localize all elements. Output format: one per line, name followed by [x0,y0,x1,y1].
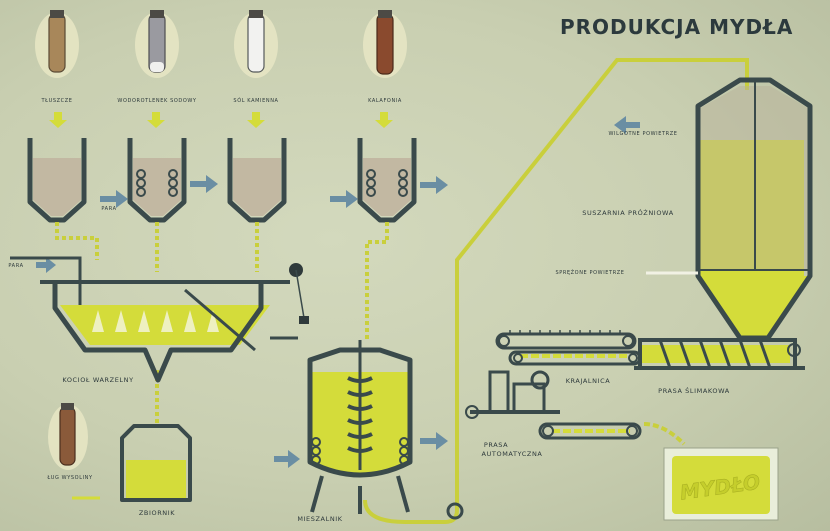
hopper-1 [27,138,87,223]
label-zbiornik: ZBIORNIK [138,509,176,517]
vial-tluszcze [35,10,79,78]
vacuum-dryer [646,77,813,341]
label-sprezone-powietrze: SPRĘŻONE POWIETRZE [555,270,625,276]
label-kociol: KOCIOŁ WARZELNY [62,376,134,384]
worm-press [634,338,805,370]
hopper-4 [357,138,417,223]
lower-conveyor [465,405,686,446]
transport-line [363,58,749,524]
label-para-left: PARA [8,263,24,269]
label-prasa-slimakowa: PRASA ŚLIMAKOWA [658,387,730,395]
ingredient-drop-arrows [49,112,393,128]
upper-conveyor [495,330,637,350]
zbiornik-tank [72,424,192,502]
label-kalafonia: KALAFONIA [368,98,402,104]
label-prasa-automatyczna-1: PRASA [483,441,509,449]
soap-bar: MYDŁO [663,447,779,521]
vial-kalafonia [363,10,407,78]
label-prasa-automatyczna-2: AUTOMATYCZNA [481,450,543,458]
middle-conveyor [508,350,642,366]
steam-pipe [10,256,82,308]
vial-wodorotlenek-sodowy [135,10,179,78]
hopper-2 [127,138,187,223]
hopper-3 [227,138,287,223]
label-lug-wysoliny: ŁUG WYSOLINY [47,475,93,481]
label-tluszcze: TŁUSZCZE [41,98,73,104]
vial-lug-wysoliny [48,403,88,470]
label-krajalnica: KRAJALNICA [565,377,611,385]
boiling-kettle [40,263,309,383]
vial-sol-kamienna [234,10,278,78]
label-mieszalnik: MIESZALNIK [297,515,343,523]
label-wodorotlenek-sodowy: WODOROTLENEK SODOWY [117,98,197,104]
label-wilgotne-powietrze: WILGOTNE POWIETRZE [608,131,678,137]
mixer-vessel [307,340,413,514]
label-sol-kamienna: SÓL KAMIENNA [233,98,279,104]
label-suszarnia: SUSZARNIA PRÓŻNIOWA [582,209,674,217]
pump [446,502,464,520]
cutter-machine [470,370,560,414]
steam-arrows [36,116,640,468]
label-para-mid: PARA [101,206,117,212]
poster-title: PRODUKCJA MYDŁA [560,15,794,39]
